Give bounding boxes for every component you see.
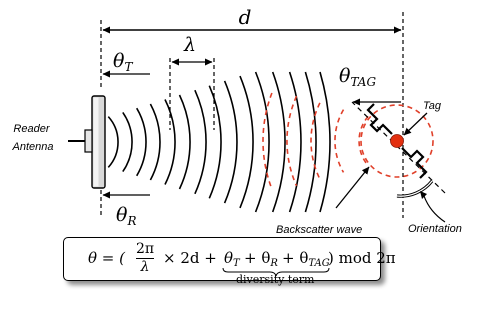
backscatter-label: Backscatter wave	[276, 224, 362, 236]
formula-mod: ) mod 2π	[328, 249, 396, 267]
wave-arc	[122, 111, 133, 173]
wave-arc	[136, 107, 147, 177]
tag: Tag	[351, 100, 446, 194]
wave-arc	[194, 89, 207, 195]
backscatter-arc	[310, 102, 321, 180]
wavelength-label: λ	[183, 34, 196, 56]
outgoing-waves	[107, 71, 331, 213]
formula-fraction-numerator: 2π	[136, 241, 155, 257]
theta-t-label: θT	[113, 50, 133, 74]
tag-field-circle	[360, 104, 434, 178]
theta-t-dimension: θT	[102, 50, 150, 78]
backscatter-label-group: Backscatter wave	[276, 166, 370, 236]
formula-underbrace	[222, 267, 330, 277]
tag-label: Tag	[423, 100, 442, 112]
theta-r-label: θR	[116, 204, 137, 228]
distance-dimension: d	[100, 5, 404, 218]
wave-arc	[178, 94, 191, 190]
orientation-label: Orientation	[408, 223, 462, 235]
orientation-indicator: Orientation	[396, 179, 462, 235]
backscatter-waves	[262, 92, 369, 190]
wave-arc	[288, 71, 302, 213]
theta-r-dimension: θR	[100, 190, 150, 228]
wave-arc	[208, 85, 222, 199]
formula-fraction-denominator: λ	[140, 259, 150, 275]
formula-underbrace-label: diversity term	[236, 273, 315, 286]
phase-formula-box: θ = ( 2π λ × 2d + θT + θR + θTAG ) mod 2…	[63, 237, 396, 287]
backscatter-arc	[262, 92, 273, 190]
wave-arc	[223, 80, 238, 204]
wave-arc	[149, 103, 161, 181]
wave-arc	[239, 75, 254, 209]
phase-formula: θ = ( 2π λ × 2d + θT + θR + θTAG ) mod 2…	[64, 238, 396, 287]
formula-theta-t: θT	[224, 249, 240, 269]
backscatter-arc	[286, 95, 298, 187]
wave-arc	[107, 116, 119, 168]
wave-arc	[164, 99, 176, 185]
formula-times: × 2d +	[163, 249, 217, 267]
backscatter-arc	[358, 115, 369, 167]
tag-antenna-right	[401, 147, 428, 179]
theta-tag-label: θTAG	[339, 65, 376, 89]
reader-antenna-label: Reader Antenna	[12, 123, 54, 153]
tag-antenna-left	[366, 103, 393, 135]
tag-chip	[390, 134, 404, 148]
formula-theta-tag: + θTAG	[282, 249, 330, 269]
formula-lhs: θ = (	[88, 249, 125, 267]
backscatter-arc	[334, 109, 345, 173]
formula-fraction: 2π λ	[136, 241, 155, 275]
reader-antenna: Reader Antenna	[12, 95, 106, 189]
wavelength-dimension: λ	[169, 34, 215, 130]
wave-arc	[304, 71, 317, 213]
wave-arc	[319, 71, 331, 213]
theta-tag-dimension: θTAG	[339, 65, 401, 106]
formula-theta-r: + θR	[244, 249, 278, 269]
wave-arc	[271, 71, 286, 213]
wave-arc	[254, 71, 270, 213]
distance-label: d	[239, 5, 252, 29]
